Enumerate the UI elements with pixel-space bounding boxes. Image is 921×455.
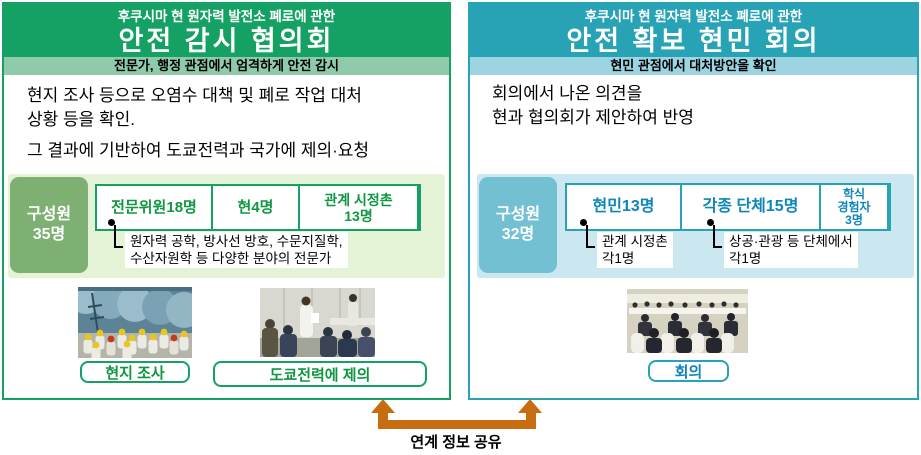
group-label: 경험자 bbox=[837, 199, 871, 214]
members-total-label: 구성원 bbox=[495, 206, 541, 223]
left-panel-description: 현지 조사 등으로 오염수 대책 및 폐로 작업 대처 상황 등을 확인. 그 … bbox=[27, 84, 437, 163]
right-panel-description: 회의에서 나온 의견을 현과 협의회가 제안하여 반영 bbox=[492, 82, 902, 130]
tepco-proposal-photo-art bbox=[260, 288, 375, 357]
note-line: 관계 시정촌 bbox=[602, 234, 668, 249]
member-group-residents: 현민13명 bbox=[567, 185, 682, 229]
meeting-photo bbox=[627, 289, 748, 353]
tepco-proposal-photo bbox=[260, 288, 375, 357]
tepco-proposal-caption: 도쿄전력에 제의 bbox=[213, 361, 427, 387]
right-panel-title: 안전 확보 현민 회의 bbox=[566, 26, 821, 56]
group-label: 13명 bbox=[344, 207, 373, 224]
link-arrow-stem-right bbox=[526, 412, 536, 422]
right-panel-header: 후쿠시마 현 원자력 발전소 폐로에 관한 안전 확보 현민 회의 bbox=[470, 4, 917, 57]
group-label: 현4명 bbox=[237, 199, 274, 216]
caption-text: 현지 조사 bbox=[105, 364, 165, 382]
left-members-total-badge: 구성원 35명 bbox=[10, 177, 88, 273]
site-inspection-caption: 현지 조사 bbox=[80, 361, 190, 383]
caption-text: 도쿄전력에 제의 bbox=[269, 366, 371, 384]
member-group-municipalities: 관계 시정촌 13명 bbox=[300, 186, 419, 229]
members-total-count: 32명 bbox=[501, 226, 535, 243]
description-line: 현지 조사 등으로 오염수 대책 및 폐로 작업 대처 bbox=[27, 86, 362, 105]
group-label: 각종 단체15명 bbox=[702, 198, 799, 215]
members-total-label: 구성원 bbox=[26, 206, 72, 223]
right-members-total-badge: 구성원 32명 bbox=[479, 177, 557, 273]
group-label: 관계 시정촌 bbox=[324, 191, 393, 208]
residents-note: 관계 시정촌 각1명 bbox=[597, 232, 673, 268]
right-panel-subtitle-bar: 현민 관점에서 대처방안을 확인 bbox=[470, 57, 917, 75]
site-inspection-photo-art bbox=[78, 287, 192, 358]
note-line: 각1명 bbox=[602, 251, 635, 266]
connector-line bbox=[586, 225, 595, 248]
description-line: 상황 등을 확인. bbox=[27, 110, 136, 129]
meeting-caption: 회의 bbox=[648, 360, 729, 382]
connector-dot bbox=[580, 219, 587, 226]
link-arrow-stem-left bbox=[378, 412, 388, 422]
left-panel-supertitle: 후쿠시마 현 원자력 발전소 폐로에 관한 bbox=[117, 9, 336, 24]
link-arrow-bar bbox=[378, 420, 536, 429]
member-group-organizations: 각종 단체15명 bbox=[682, 185, 821, 229]
left-panel-subtitle-bar: 전문가, 행정 관점에서 엄격하게 안전 감시 bbox=[4, 57, 449, 75]
link-label: 연계 정보 공유 bbox=[410, 434, 502, 451]
left-member-groups-row: 전문위원18명 현4명 관계 시정촌 13명 bbox=[95, 184, 421, 231]
group-label: 전문위원18명 bbox=[111, 199, 197, 216]
connector-line bbox=[713, 225, 722, 248]
member-group-prefecture: 현4명 bbox=[213, 186, 300, 229]
safety-monitoring-council-panel: 후쿠시마 현 원자력 발전소 폐로에 관한 안전 감시 협의회 전문가, 행정 … bbox=[2, 2, 451, 400]
site-inspection-photo bbox=[78, 287, 192, 358]
group-label: 현민13명 bbox=[592, 198, 655, 215]
connector-line bbox=[114, 225, 123, 248]
left-panel-header: 후쿠시마 현 원자력 발전소 폐로에 관한 안전 감시 협의회 bbox=[4, 4, 449, 57]
description-line: 회의에서 나온 의견을 bbox=[492, 84, 643, 103]
description-line: 그 결과에 기반하여 도쿄전력과 국가에 제의·요청 bbox=[27, 141, 370, 160]
caption-text: 회의 bbox=[674, 363, 703, 381]
note-line: 원자력 공학, 방사선 방호, 수문지질학, bbox=[130, 234, 343, 249]
note-line: 각1명 bbox=[729, 251, 762, 266]
member-group-academics: 학식 경험자 3명 bbox=[821, 185, 889, 229]
group-label: 3명 bbox=[845, 212, 863, 227]
right-panel-supertitle: 후쿠시마 현 원자력 발전소 폐로에 관한 bbox=[584, 9, 803, 24]
left-panel-title: 안전 감시 협의회 bbox=[118, 26, 335, 56]
right-member-groups-row: 현민13명 각종 단체15명 학식 경험자 3명 bbox=[565, 183, 891, 231]
organizations-note: 상공·관광 등 단체에서 각1명 bbox=[724, 232, 858, 268]
members-total-count: 35명 bbox=[32, 226, 66, 243]
connector-dot bbox=[707, 219, 714, 226]
member-group-experts: 전문위원18명 bbox=[97, 186, 213, 229]
group-label: 학식 bbox=[842, 186, 866, 201]
note-line: 상공·관광 등 단체에서 bbox=[729, 234, 853, 249]
residents-safety-meeting-panel: 후쿠시마 현 원자력 발전소 폐로에 관한 안전 확보 현민 회의 현민 관점에… bbox=[468, 2, 919, 400]
description-line: 현과 협의회가 제안하여 반영 bbox=[492, 108, 694, 127]
left-members-note: 원자력 공학, 방사선 방호, 수문지질학, 수산자원학 등 다양한 분야의 전… bbox=[125, 232, 348, 268]
connector-dot bbox=[108, 219, 115, 226]
note-line: 수산자원학 등 다양한 분야의 전문가 bbox=[130, 251, 332, 266]
meeting-photo-art bbox=[627, 289, 748, 353]
link-arrowhead-right bbox=[518, 399, 542, 413]
link-arrowhead-left bbox=[371, 399, 395, 413]
